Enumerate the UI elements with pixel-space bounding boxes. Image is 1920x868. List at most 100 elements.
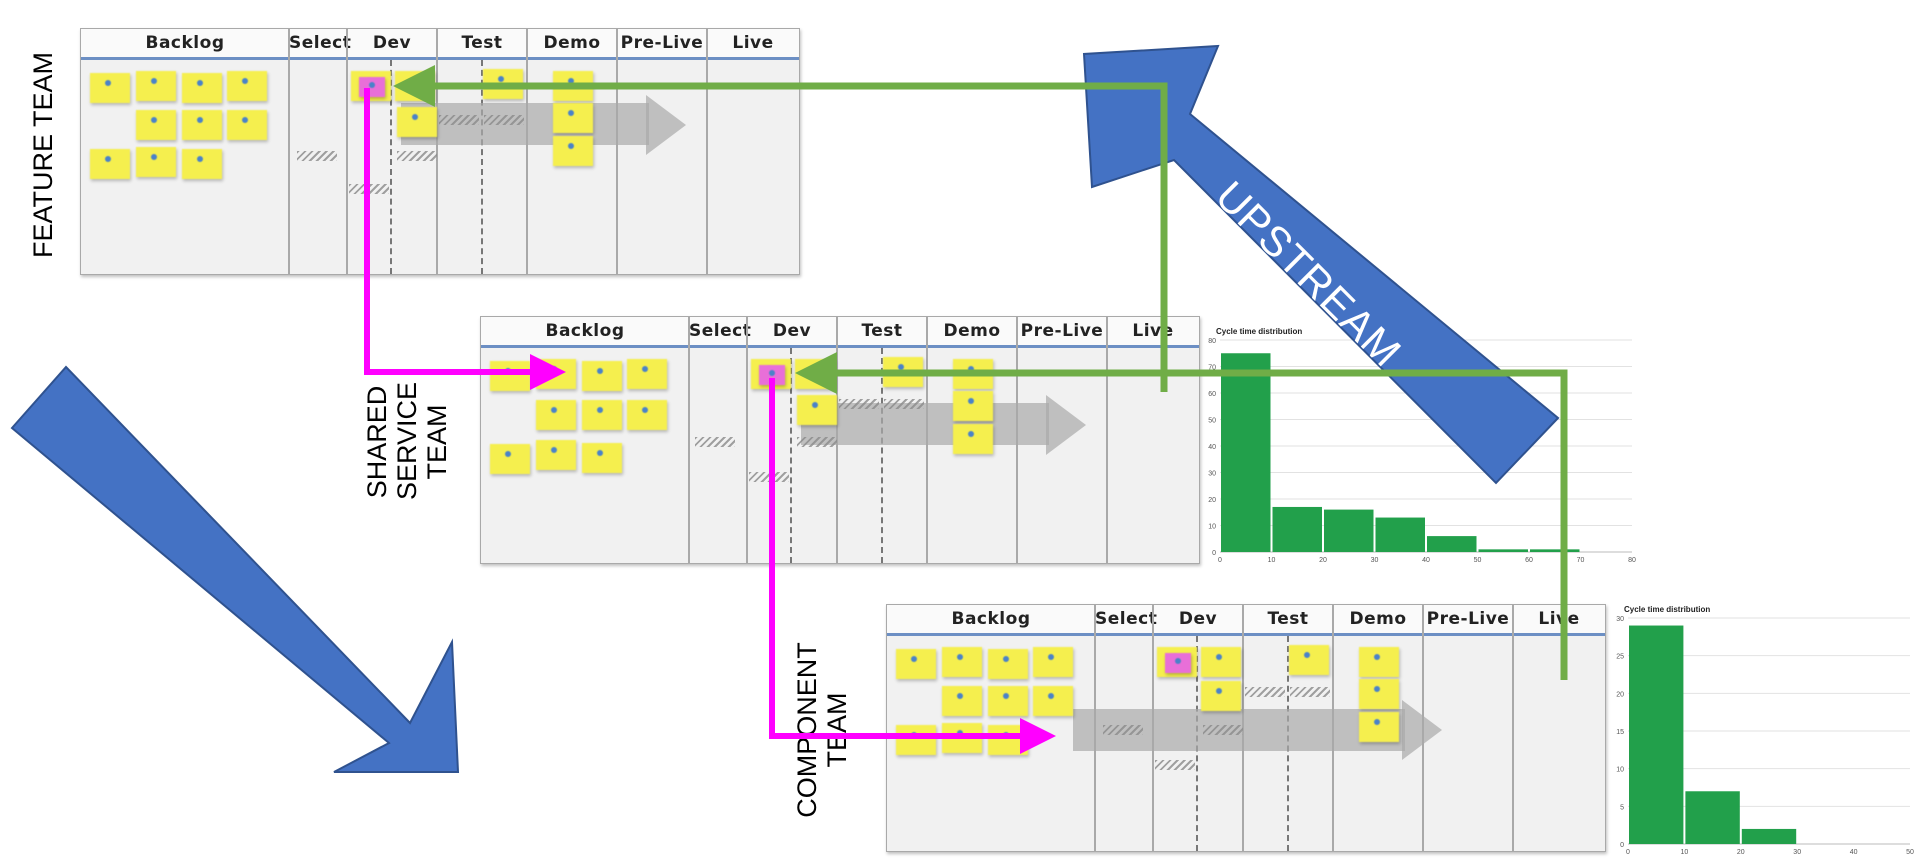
pin-icon <box>1374 654 1380 660</box>
sticky-note <box>582 361 622 391</box>
column-divider <box>616 29 618 274</box>
pin-icon <box>568 143 574 149</box>
x-tick-label: 30 <box>1371 557 1379 564</box>
y-tick-label: 40 <box>1208 444 1216 451</box>
y-tick-label: 30 <box>1616 616 1624 623</box>
pin-icon <box>1003 693 1009 699</box>
pin-icon <box>1175 658 1181 664</box>
x-tick-label: 70 <box>1577 557 1585 564</box>
sticky-note <box>942 686 982 716</box>
column-divider <box>1106 317 1108 563</box>
sticky-note <box>182 110 222 140</box>
column-title-select: Select <box>1095 609 1158 629</box>
y-tick-label: 15 <box>1616 729 1624 736</box>
wip-hatch <box>797 437 837 447</box>
column-title-backlog: Backlog <box>545 321 625 341</box>
column-title-live: Live <box>732 33 774 53</box>
sticky-note <box>896 649 936 679</box>
column-title-select: Select <box>289 33 352 53</box>
sticky-note <box>582 443 622 473</box>
pin-icon <box>1304 652 1310 658</box>
wip-hatch <box>397 151 437 161</box>
y-tick-label: 0 <box>1212 550 1216 557</box>
sticky-note <box>797 395 837 425</box>
histogram-bar <box>1272 506 1322 552</box>
pin-icon <box>968 398 974 404</box>
sticky-note <box>182 149 222 179</box>
histogram-bar <box>1530 549 1580 552</box>
pin-icon <box>1216 654 1222 660</box>
pin-icon <box>642 366 648 372</box>
sticky-note <box>988 649 1028 679</box>
sticky-note <box>553 103 593 133</box>
wip-hatch <box>297 151 337 161</box>
pin-icon <box>197 156 203 162</box>
column-title-test: Test <box>861 321 903 341</box>
pin-icon <box>498 76 504 82</box>
pin-icon <box>957 654 963 660</box>
column-split-line <box>790 348 792 563</box>
column-divider <box>746 317 748 563</box>
column-divider <box>706 29 708 274</box>
column-title-test: Test <box>461 33 503 53</box>
pin-icon <box>151 117 157 123</box>
histogram-bar <box>1478 549 1528 552</box>
pin-icon <box>197 117 203 123</box>
x-tick-label: 40 <box>1422 557 1430 564</box>
feature-team-board: Backlog Select Dev Test Demo Pre-Live Li… <box>80 28 800 275</box>
pin-icon <box>1374 686 1380 692</box>
histogram-bar <box>1324 509 1374 552</box>
sticky-note <box>582 400 622 430</box>
column-title-dev: Dev <box>772 321 812 341</box>
column-split-line <box>390 60 392 274</box>
pin-icon <box>105 80 111 86</box>
pin-icon <box>812 402 818 408</box>
x-tick-label: 30 <box>1793 849 1801 856</box>
board-header <box>81 29 799 60</box>
wip-hatch <box>884 399 924 409</box>
pin-icon <box>1374 719 1380 725</box>
column-split-line <box>881 348 883 563</box>
wip-hatch <box>1155 760 1195 770</box>
pin-icon <box>568 78 574 84</box>
chart-title: Cycle time distribution <box>1624 605 1710 614</box>
sticky-note <box>1201 681 1241 711</box>
y-tick-label: 25 <box>1616 654 1624 661</box>
wip-hatch <box>1245 687 1285 697</box>
column-title-backlog: Backlog <box>145 33 225 53</box>
sticky-note <box>942 647 982 677</box>
sticky-note <box>1359 712 1399 742</box>
wip-hatch <box>1203 725 1243 735</box>
pin-icon <box>597 368 603 374</box>
y-tick-label: 20 <box>1616 691 1624 698</box>
dependency-arrow-shared-to-component <box>769 378 1056 754</box>
column-title-pre-live: Pre-Live <box>1426 609 1510 629</box>
component-team-board: Backlog Select Dev Test Demo Pre-Live Li… <box>886 604 1606 852</box>
sticky-note <box>136 110 176 140</box>
histogram-bar <box>1221 353 1271 552</box>
x-tick-label: 10 <box>1681 849 1689 856</box>
y-tick-label: 10 <box>1208 524 1216 531</box>
column-title-live: Live <box>1538 609 1580 629</box>
dependency-arrow-feature-to-shared <box>364 88 566 390</box>
sticky-note <box>1359 647 1399 677</box>
y-tick-label: 80 <box>1208 338 1216 345</box>
column-title-dev: Dev <box>372 33 412 53</box>
pin-icon <box>911 656 917 662</box>
y-tick-label: 5 <box>1620 804 1624 811</box>
sticky-note <box>227 71 267 101</box>
pin-icon <box>568 110 574 116</box>
feedback-arrow-to-shared <box>795 352 1568 680</box>
board-header <box>887 605 1605 636</box>
board-header <box>481 317 1199 348</box>
pin-icon <box>105 156 111 162</box>
sticky-note <box>1201 647 1241 677</box>
wip-hatch <box>439 115 479 125</box>
sticky-note <box>627 359 667 389</box>
y-tick-label: 30 <box>1208 471 1216 478</box>
pin-icon <box>551 447 557 453</box>
column-divider <box>526 29 528 274</box>
pin-icon <box>242 117 248 123</box>
pin-icon <box>898 364 904 370</box>
